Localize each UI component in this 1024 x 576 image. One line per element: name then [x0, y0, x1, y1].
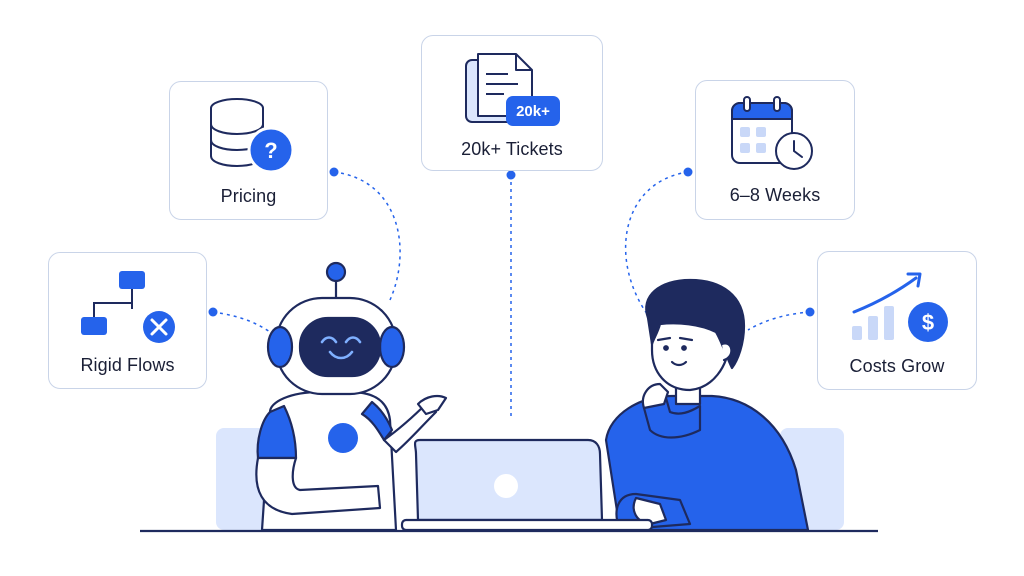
- connector-weeks: [624, 171, 689, 319]
- connector-dots: [208, 167, 815, 317]
- flowchart-x-icon: [81, 271, 175, 343]
- connector-pricing: [333, 171, 401, 301]
- card-label-weeks: 6–8 Weeks: [729, 185, 821, 205]
- growth-chart-dollar-icon: $: [852, 272, 948, 342]
- calendar-clock-icon: [731, 96, 813, 170]
- svg-text:$: $: [922, 310, 934, 335]
- person: [604, 278, 810, 532]
- card-flows: Rigid Flows: [48, 252, 207, 389]
- card-label-flows: Rigid Flows: [80, 355, 175, 375]
- database-question-icon: ?: [210, 98, 295, 174]
- card-label-tickets: 20k+ Tickets: [461, 139, 563, 159]
- card-label-pricing: Pricing: [220, 186, 277, 206]
- card-pricing: ? Pricing: [169, 81, 328, 220]
- laptop: [400, 438, 654, 532]
- card-tickets: 20k+ 20k+ Tickets: [421, 35, 603, 171]
- robot: [255, 261, 448, 532]
- document-stack-icon: 20k+: [465, 53, 560, 126]
- connector-flows: [212, 311, 271, 333]
- card-weeks: 6–8 Weeks: [695, 80, 855, 220]
- connector-costs: [747, 311, 811, 331]
- card-label-costs: Costs Grow: [849, 356, 945, 376]
- svg-text:?: ?: [264, 138, 277, 163]
- card-costs: $ Costs Grow: [817, 251, 977, 390]
- connector-lines: [212, 171, 811, 420]
- tickets-badge: 20k+: [516, 103, 550, 120]
